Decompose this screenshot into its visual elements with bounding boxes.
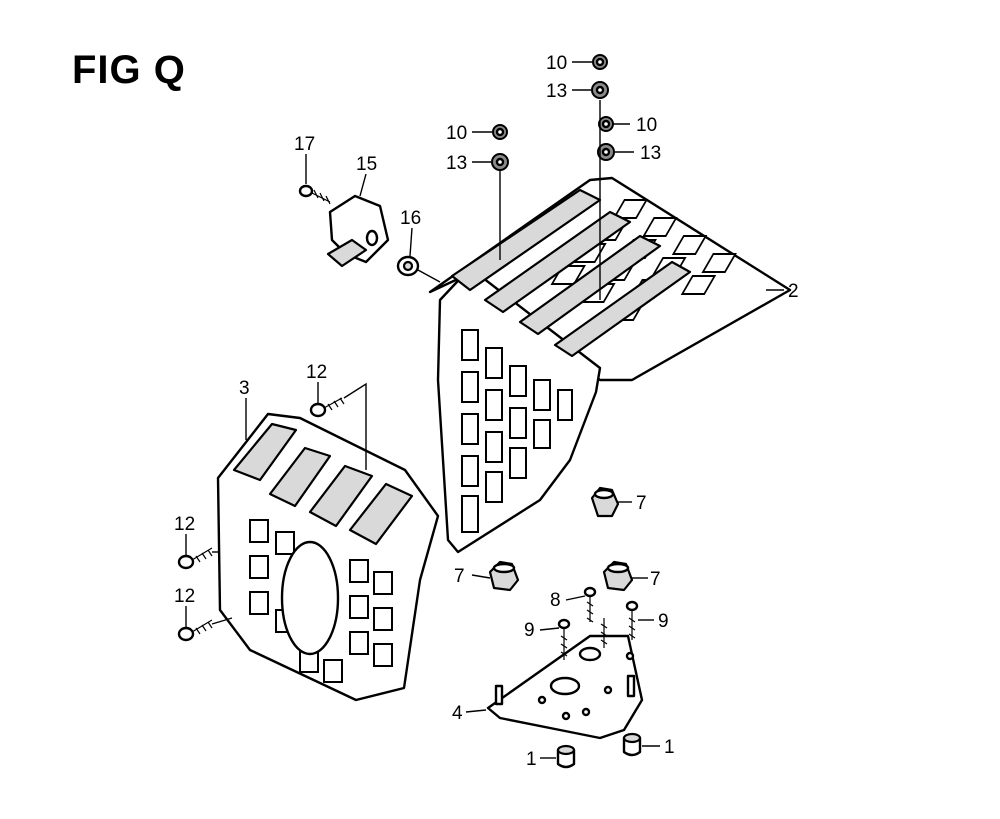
callout-12: 12 [174, 514, 195, 535]
callout-12: 12 [174, 586, 195, 607]
screw-part-8 [583, 586, 597, 623]
frame-part-3 [216, 412, 440, 702]
screw-part-9-left [557, 618, 571, 660]
nut-part-10-mid [492, 124, 508, 140]
bolt-part-12-low [177, 619, 213, 642]
nut-part-10-top [592, 54, 608, 70]
callout-2: 2 [788, 281, 799, 302]
callout-15: 15 [356, 154, 377, 175]
plate-part-4 [486, 634, 644, 740]
bolt-part-17 [298, 184, 331, 205]
leader-lines [185, 61, 784, 759]
screw-part-9-right [625, 600, 639, 640]
callout-7: 7 [636, 493, 647, 514]
frame-part-2 [428, 176, 792, 554]
bolt-part-12-mid [177, 547, 213, 570]
foot-part-1-left [556, 744, 576, 769]
callouts: 10 13 10 13 10 13 2 17 15 16 12 3 12 12 … [174, 53, 799, 770]
mount-part-7-left [488, 560, 520, 592]
washer-part-13-right [597, 143, 615, 161]
callout-7: 7 [454, 566, 465, 587]
callout-1: 1 [526, 749, 537, 770]
foot-part-1-right [622, 732, 642, 757]
callout-3: 3 [239, 378, 250, 399]
callout-10: 10 [446, 123, 467, 144]
callout-1: 1 [664, 737, 675, 758]
callout-4: 4 [452, 703, 463, 724]
callout-10: 10 [546, 53, 567, 74]
mount-part-7-upper [590, 486, 620, 518]
washer-part-13-top [591, 81, 609, 99]
callout-16: 16 [400, 208, 421, 229]
callout-13: 13 [446, 153, 467, 174]
callout-13: 13 [640, 143, 661, 164]
callout-9: 9 [658, 611, 669, 632]
mount-part-7-right [602, 560, 634, 592]
callout-13: 13 [546, 81, 567, 102]
bolt-part-12-top [309, 397, 345, 418]
nut-part-10-right [598, 116, 614, 132]
callout-17: 17 [294, 134, 315, 155]
callout-10: 10 [636, 115, 657, 136]
stud-part-center [600, 618, 608, 648]
callout-9: 9 [524, 620, 535, 641]
callout-8: 8 [550, 590, 561, 611]
washer-part-13-mid [491, 153, 509, 171]
collar-part-16 [396, 255, 420, 277]
figure-title: FIG Q [72, 48, 186, 92]
bracket-part-15 [326, 194, 390, 268]
callout-7: 7 [650, 569, 661, 590]
callout-12: 12 [306, 362, 327, 383]
